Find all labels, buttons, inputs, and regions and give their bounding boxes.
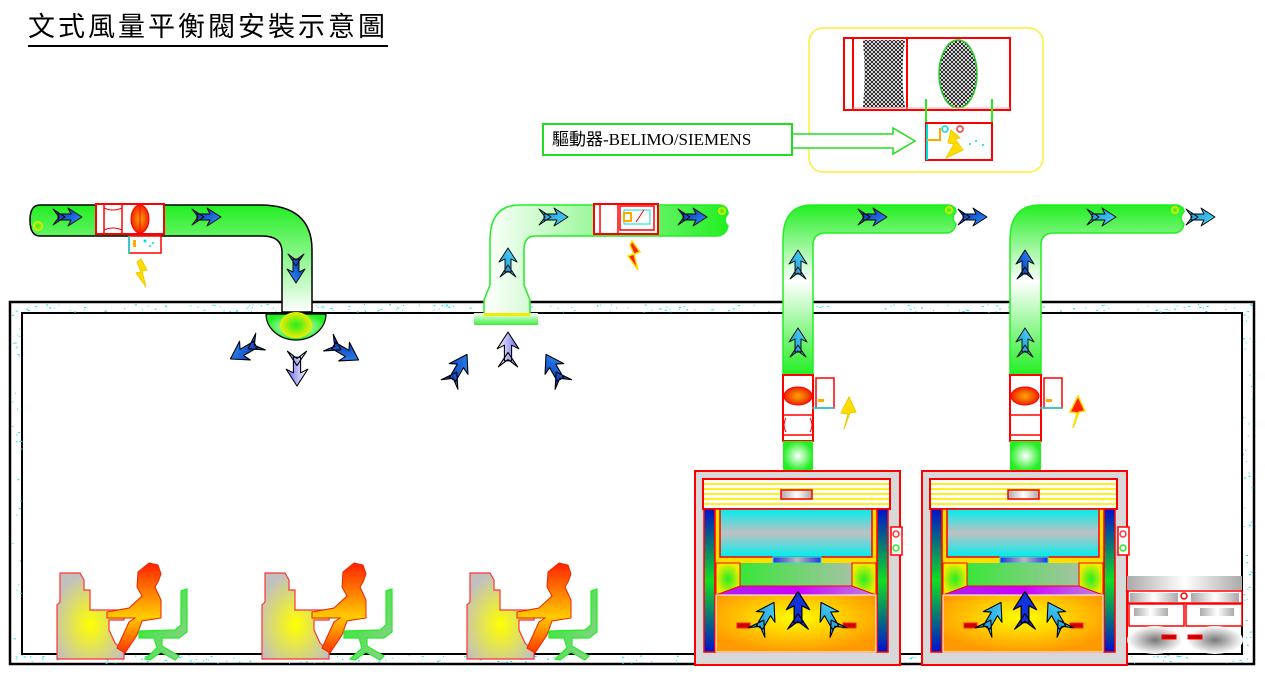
- venturi-valve: [95, 203, 165, 235]
- duct-end-cap: [718, 207, 726, 215]
- lightning-icon: [840, 395, 857, 430]
- actuator-detail: [925, 99, 993, 161]
- actuator-callout-label: 驅動器-BELIMO/SIEMENS: [542, 123, 793, 156]
- airflow-arrow-icon: [747, 601, 776, 638]
- airflow-arrow-icon: [52, 207, 83, 227]
- airflow-arrow-icon: [819, 601, 848, 638]
- ceiling-diffuser: [265, 312, 327, 341]
- diagram-title: 文式風量平衡閥安裝示意圖: [28, 12, 388, 47]
- airflow-arrow-icon: [957, 207, 988, 227]
- airflow-arrow-icon: [1046, 601, 1075, 638]
- workstation: [56, 562, 188, 661]
- venturi-valve: [782, 374, 814, 442]
- lightning-icon: [1068, 394, 1087, 429]
- actuator: [812, 377, 835, 409]
- venturi-valve: [1009, 374, 1042, 442]
- airflow-arrow-icon: [229, 332, 266, 361]
- hood-duct-collar: [1010, 441, 1041, 471]
- venturi-valve: [593, 203, 659, 235]
- airflow-arrow-icon: [323, 333, 360, 362]
- airflow-arrow-icon: [544, 353, 573, 390]
- airflow-arrow-icon: [285, 350, 309, 387]
- desk: [466, 572, 535, 660]
- airflow-arrow-icon: [440, 353, 469, 390]
- lightning-icon: [944, 129, 964, 160]
- workstation: [466, 562, 598, 661]
- airflow-arrow-icon: [1185, 207, 1216, 227]
- hood-alarm-panel: [1117, 526, 1130, 556]
- damper-blade: [863, 40, 905, 108]
- airflow-arrow-icon: [1086, 207, 1117, 227]
- lightning-icon: [626, 239, 642, 271]
- airflow-arrow-icon: [677, 207, 708, 227]
- airflow-arrow-icon: [788, 327, 808, 358]
- detail-inset: [793, 27, 1044, 173]
- fume-hood-exhaust-duct-2: [1009, 204, 1185, 471]
- airflow-arrow-icon: [974, 601, 1003, 638]
- actuator: [1040, 377, 1063, 409]
- duct-end-cap: [33, 221, 43, 231]
- airflow-arrow-icon: [1015, 327, 1035, 358]
- fume-hood: [921, 470, 1130, 666]
- hood-alarm-panel: [890, 526, 903, 556]
- person: [106, 562, 162, 654]
- airflow-arrow-icon: [496, 331, 520, 368]
- workstation: [261, 562, 393, 661]
- airflow-arrow-icon: [1015, 249, 1035, 280]
- lightning-icon: [135, 258, 148, 288]
- fume-hood-exhaust-duct-1: [782, 204, 957, 471]
- general-exhaust-duct: [474, 203, 729, 325]
- chair: [343, 588, 393, 661]
- airflow-arrow-icon: [857, 207, 888, 227]
- venturi-cone: [938, 39, 978, 109]
- airflow-arrow-icon: [286, 253, 306, 284]
- fume-hood: [694, 470, 903, 666]
- supply-air-duct: [29, 203, 327, 341]
- airflow-arrow-icon: [538, 207, 569, 227]
- airflow-arrow-icon: [1012, 590, 1038, 630]
- person: [311, 562, 367, 654]
- actuator: [128, 235, 162, 254]
- person: [516, 562, 572, 654]
- desk: [261, 572, 330, 660]
- callout-arrow: [793, 126, 917, 156]
- desk: [56, 572, 125, 660]
- venturi-valve-detail: [843, 37, 1011, 111]
- airflow-arrow-icon: [498, 247, 518, 278]
- storage-cabinet: [1127, 576, 1243, 654]
- chair: [548, 588, 598, 661]
- hood-duct-collar: [783, 441, 813, 471]
- chair: [138, 588, 188, 661]
- airflow-arrow-icon: [785, 590, 811, 630]
- airflow-arrow-icon: [191, 207, 222, 227]
- airflow-arrow-icon: [788, 249, 808, 280]
